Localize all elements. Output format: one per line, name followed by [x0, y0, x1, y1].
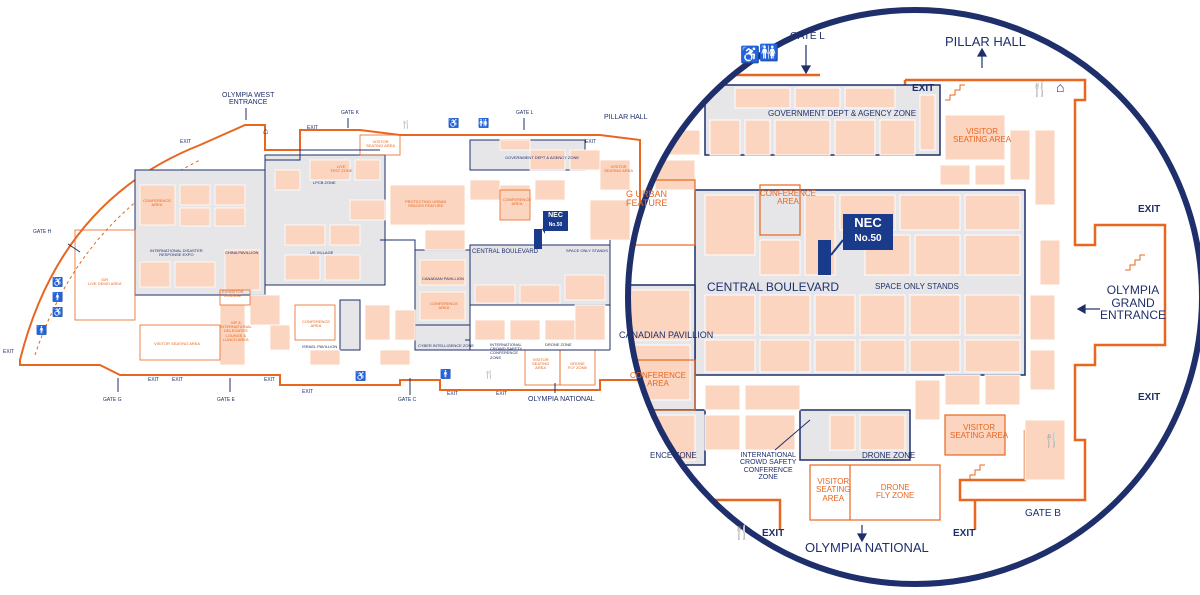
cyber-intelligence-label: CYBER INTELLIGENCE ZONE	[418, 343, 475, 348]
idr-live-demo-label: IDR LIVE DEMO AREA	[88, 277, 122, 287]
visitor-seating-label-small: VISITOR SEATING AREA	[532, 357, 550, 371]
ence-zone-label: ENCE ZONE	[650, 451, 697, 460]
visitor-seating-label: VISITOR SEATING AREA	[950, 423, 1009, 441]
exit-label: EXIT	[953, 528, 976, 539]
exit-label: EXIT	[1138, 204, 1161, 215]
pillar-hall-label-small: PILLAR HALL	[604, 114, 648, 121]
conference-area-label: CONFERENCE AREA	[760, 189, 817, 207]
central-boulevard-label-small: CENTRAL BOULEVARD	[472, 249, 539, 255]
toilet-icon: 🚹	[36, 325, 48, 335]
gate-l-label: GATE L	[790, 31, 825, 42]
accessible-toilet-icon: ♿	[740, 47, 760, 64]
vip-lounge-label: VIP & INTERNATIONAL DELEGATES LOUNGE & L…	[220, 320, 252, 342]
israel-pavillion-label: ISRAEL PAVILLION	[302, 344, 338, 349]
drone-fly-zone-label-small: DRONE FLY ZONE	[568, 361, 588, 371]
drone-zone-label: DRONE ZONE	[862, 451, 916, 460]
visitor-seating-label-small: VISITOR SEATING AREA	[366, 139, 396, 149]
restaurant-icon: 🍴	[1031, 81, 1049, 97]
restaurant-icon: 🍴	[401, 120, 411, 129]
us-village-label: US VILLAGE	[310, 250, 334, 255]
toilet-icon: 🚹	[440, 369, 452, 379]
exit-label: EXIT	[264, 377, 276, 383]
olympia-grand-entrance-label: OLYMPIA GRAND ENTRANCE	[1100, 283, 1167, 323]
exit-label: EXIT	[585, 139, 597, 145]
accessible-toilet-icon: ♿	[448, 118, 460, 128]
nec-marker-small: NEC No.50	[543, 211, 568, 231]
china-pavillion-label: CHINA PAVILLION	[225, 250, 259, 255]
gate-c-label: GATE C	[398, 397, 417, 403]
exhibitor-lounge-label: EXHIBITOR LOUNGE	[222, 289, 244, 299]
accessible-toilet-icon: ♿	[355, 371, 367, 381]
exit-label: EXIT	[762, 528, 785, 539]
nec-label: NEC	[854, 215, 882, 230]
accessible-toilet-icon: ♿	[52, 277, 64, 287]
visitor-seating-label-small: VISITOR SEATING AREA	[604, 164, 634, 174]
restaurant-icon: 🍴	[1043, 432, 1061, 448]
overview-map	[19, 124, 641, 391]
nec-label: NEC	[548, 212, 563, 219]
protecting-urban-label: PROTECTING URBAN SPACES FEATURE	[405, 199, 447, 209]
government-zone-label: GOVERNMENT DEPT & AGENCY ZONE	[768, 109, 917, 118]
space-only-label: SPACE ONLY STANDS	[875, 282, 959, 291]
exit-label: EXIT	[148, 377, 160, 383]
gate-e-label: GATE E	[217, 397, 235, 403]
conference-area-label: CONFERENCE AREA	[630, 371, 687, 389]
government-zone-label-small: GOVERNMENT DEPT & AGENCY ZONE	[505, 155, 580, 160]
toilet-icon: 🚻	[759, 45, 779, 62]
exit-label: EXIT	[447, 391, 459, 397]
live-test-zone-label: LIVE TEST ZONE	[330, 164, 353, 174]
gate-k-label: GATE K	[341, 110, 359, 116]
gate-g-label: GATE G	[103, 397, 122, 403]
central-boulevard-label: CENTRAL BOULEVARD	[707, 280, 840, 294]
cloakroom-icon: ⌂	[1056, 79, 1065, 95]
exit-label: EXIT	[1138, 392, 1161, 403]
drone-zone-label-small: DRONE ZONE	[545, 342, 572, 347]
crowd-safety-label: INTERNATIONAL CROWD SAFETY CONFERENCE ZO…	[740, 452, 797, 482]
exit-label: EXIT	[912, 83, 935, 94]
conference-area-label-small: CONFERENCE AREA	[302, 319, 331, 329]
conference-area-label-small: CONFERENCE AREA	[143, 198, 172, 208]
pillar-hall-label: PILLAR HALL	[945, 34, 1026, 49]
nec-number: No.50	[854, 233, 882, 244]
urban-feature-label: G URBAN FEATURE	[626, 189, 668, 209]
exit-label: EXIT	[3, 349, 15, 355]
exit-label: EXIT	[172, 377, 184, 383]
gate-h-label: GATE H	[33, 229, 52, 235]
exit-label: EXIT	[496, 391, 508, 397]
olympia-national-label-small: OLYMPIA NATIONAL	[528, 396, 595, 403]
canadian-pavillion-label-small: CANADIAN PAVILLION	[422, 276, 464, 281]
international-disaster-label: INTERNATIONAL DISASTER RESPONSE EXPO	[150, 248, 203, 258]
lpcb-zone-label: LPCB ZONE	[313, 180, 336, 185]
restaurant-icon: 🍴	[733, 524, 751, 540]
olympia-national-label: OLYMPIA NATIONAL	[805, 540, 929, 555]
canadian-pavillion-label: CANADIAN PAVILLION	[619, 330, 714, 340]
gate-l-label-small: GATE L	[516, 110, 534, 116]
toilet-icon: 🚹	[52, 292, 64, 302]
space-only-label-small: SPACE ONLY STANDS	[566, 248, 608, 253]
nec-number: No.50	[548, 222, 563, 228]
gate-b-label: GATE B	[1025, 508, 1061, 519]
nec-marker: NEC No.50	[843, 214, 893, 250]
exit-label: EXIT	[307, 125, 319, 131]
toilet-icon: 🚻	[478, 118, 490, 128]
drone-fly-zone-label: DRONE FLY ZONE	[876, 483, 915, 501]
visitor-seating-label-small: VISITOR SEATING AREA	[154, 341, 201, 346]
olympia-west-entrance-label: OLYMPIA WEST ENTRANCE	[222, 92, 275, 107]
exit-label: EXIT	[302, 389, 314, 395]
conference-area-label-small: CONFERENCE AREA	[430, 301, 459, 311]
restaurant-icon: 🍴	[484, 370, 494, 379]
zoom-circle-ring	[625, 7, 1200, 587]
crowd-safety-label-small: INTERNATIONAL CROWD SAFETY CONFERENCE ZO…	[490, 342, 523, 360]
accessible-toilet-icon: ♿	[52, 307, 64, 317]
conference-area-label-small: CONFERENCE AREA	[503, 197, 532, 207]
exit-label: EXIT	[180, 139, 192, 145]
visitor-seating-label: VISITOR SEATING AREA	[953, 127, 1012, 145]
visitor-seating-area-label: VISITOR SEATING AREA	[816, 477, 851, 503]
cloakroom-icon: ⌂	[263, 126, 269, 136]
